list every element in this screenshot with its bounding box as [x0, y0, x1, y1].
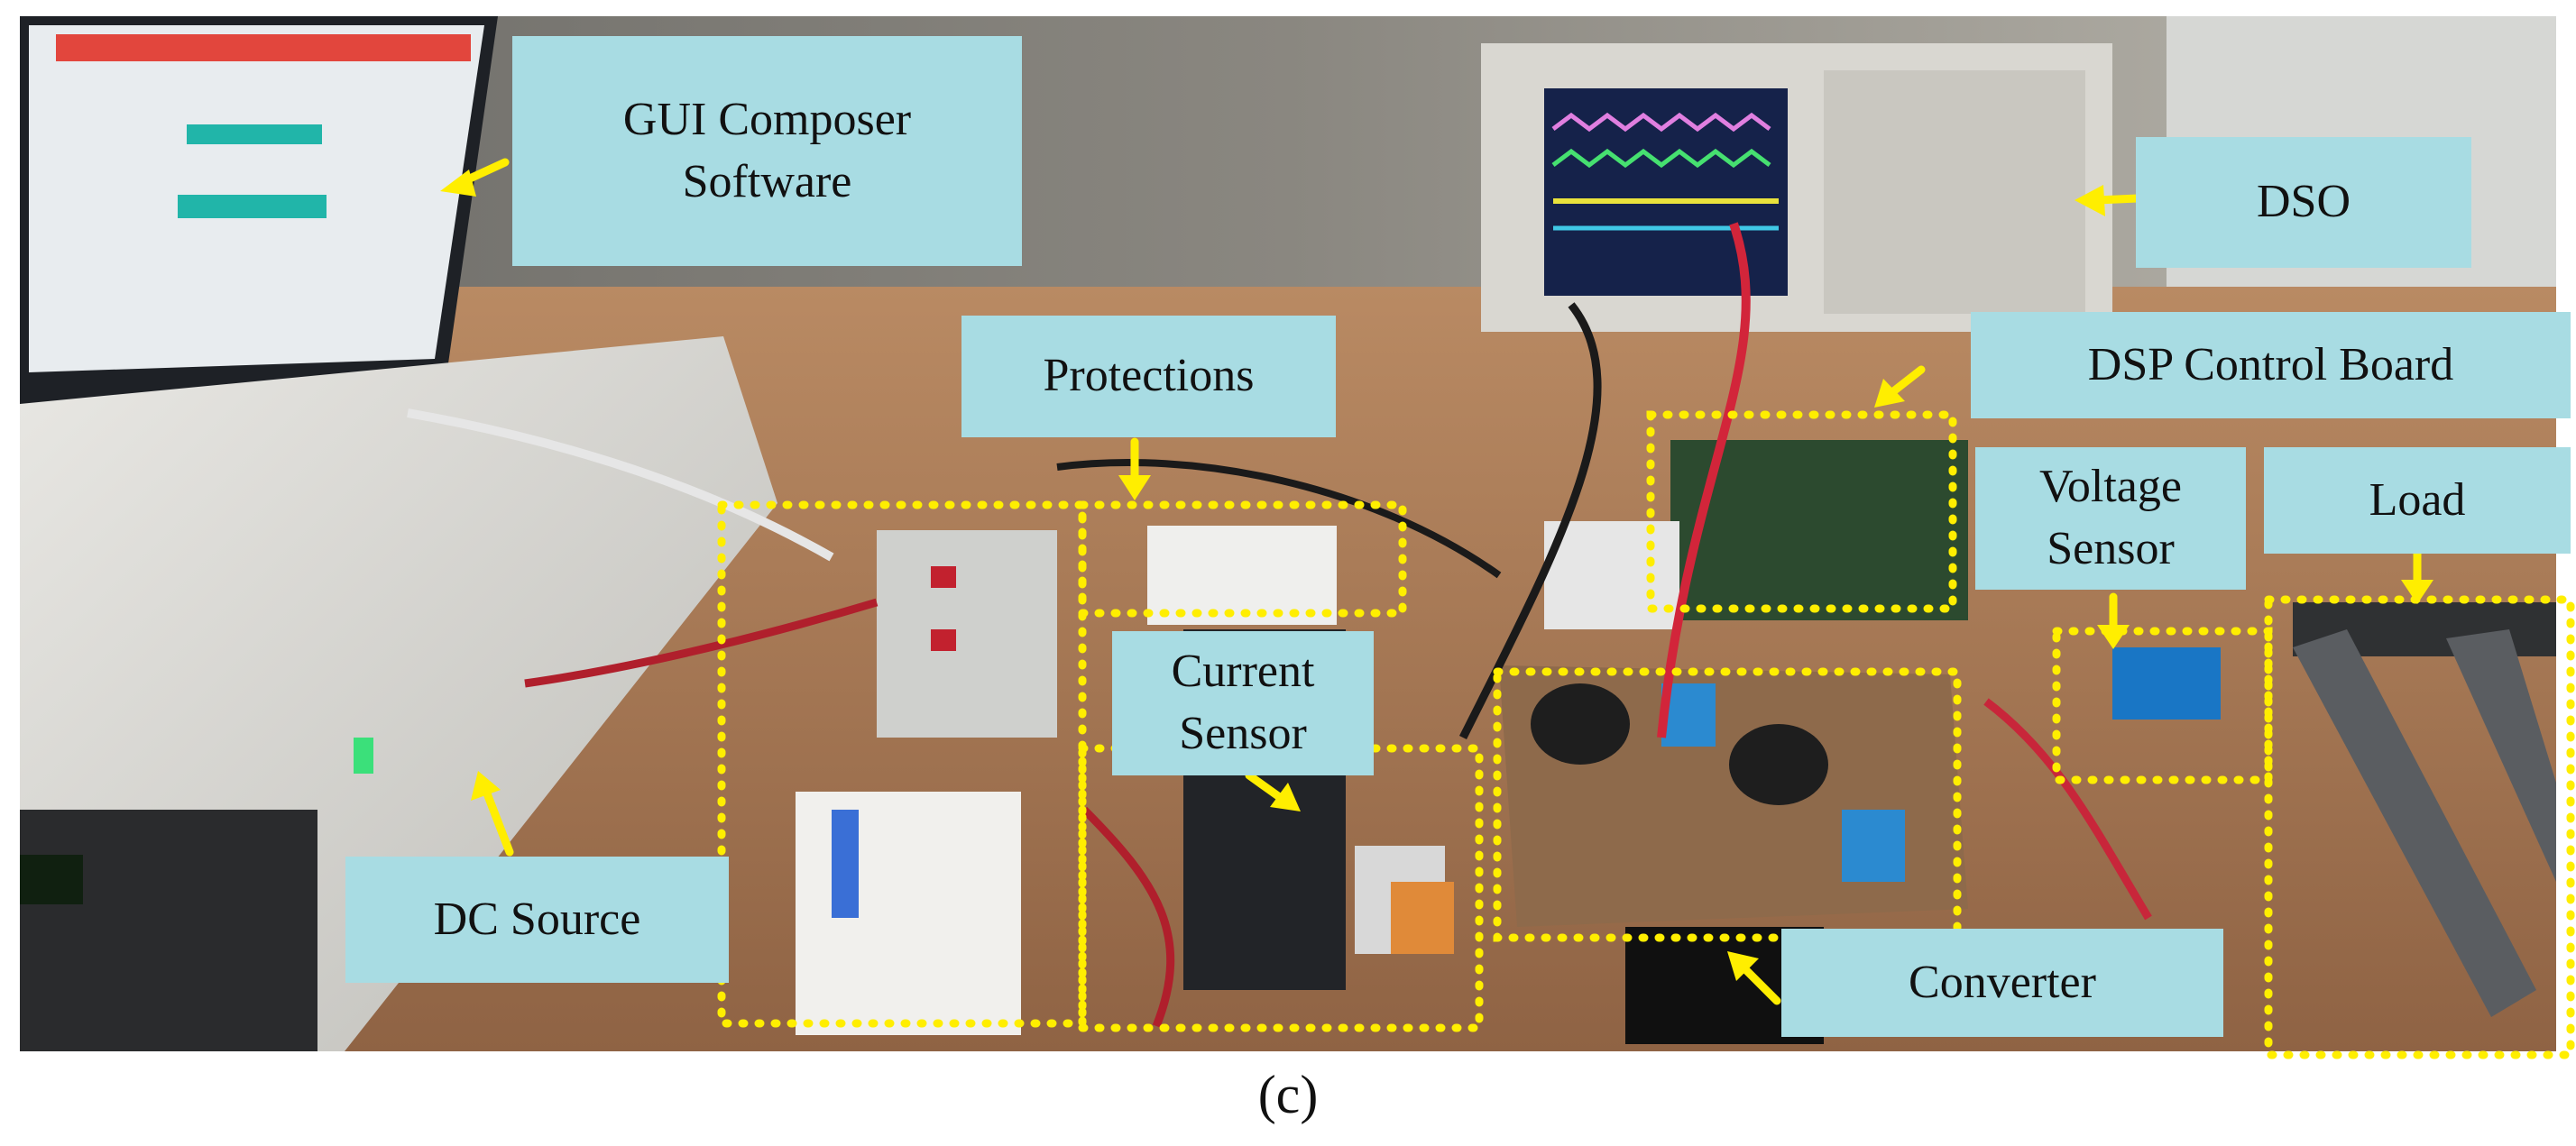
figure-caption: (c): [1257, 1065, 1319, 1124]
converter-label: Converter: [1781, 929, 2223, 1037]
voltage-sensor-label: Voltage Sensor: [1975, 447, 2246, 590]
dsp-control-board-label: DSP Control Board: [1971, 312, 2571, 418]
current-sensor-label: Current Sensor: [1112, 631, 1374, 775]
gui-composer-label: GUI Composer Software: [512, 36, 1022, 266]
protections-label: Protections: [961, 316, 1336, 437]
dso-label: DSO: [2136, 137, 2471, 268]
load-label: Load: [2264, 447, 2571, 554]
dc-source-label: DC Source: [345, 857, 729, 983]
